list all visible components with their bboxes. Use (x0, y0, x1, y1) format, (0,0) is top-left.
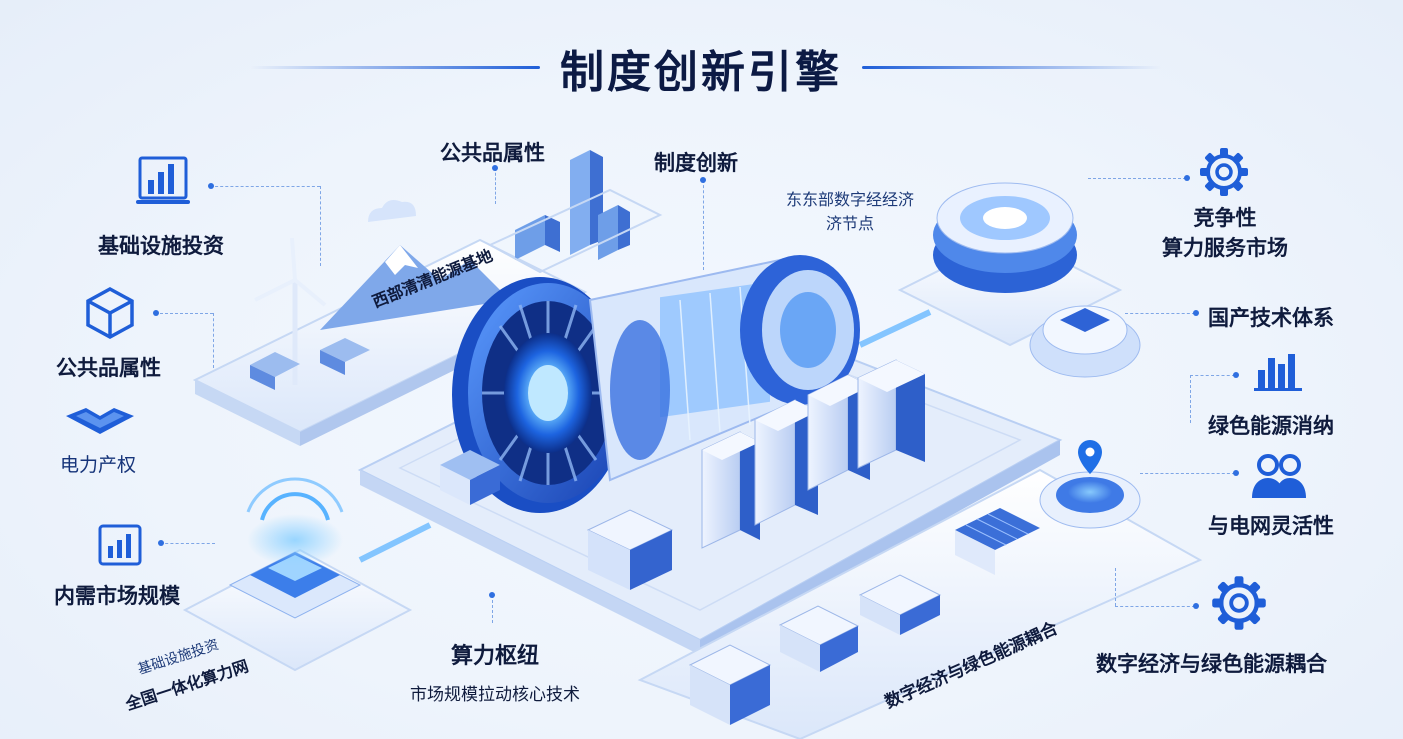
building-chart-icon (98, 524, 142, 566)
connector-dot (489, 592, 495, 598)
right-label-coupling: 数字经济与绿色能源耦合 (1096, 652, 1327, 676)
connector (155, 313, 213, 314)
connector (492, 595, 493, 623)
connector (320, 186, 321, 266)
title-bar: 制度创新引擎 (0, 32, 1403, 102)
gear-icon (1212, 576, 1266, 630)
connector-dot (158, 540, 164, 546)
server-racks (586, 359, 925, 590)
engine (452, 255, 860, 513)
connector (1115, 606, 1195, 607)
right-label-competitive-1: 竞争性 (1193, 206, 1257, 230)
connector-dot (1193, 310, 1199, 316)
center-subtitle: 市场规模拉动核心技术 (410, 685, 580, 705)
top-label-institutional-innovation: 制度创新 (654, 151, 738, 175)
top-label-east-node-2: 济节点 (825, 214, 874, 233)
connector-dot (1233, 372, 1239, 378)
connector (703, 180, 704, 270)
gear-icon (1200, 148, 1248, 196)
left-label-public-goods: 公共品属性 (56, 356, 161, 380)
connector-dot (1233, 470, 1239, 476)
connectors (358, 309, 932, 563)
left-label-power-rights: 电力产权 (60, 454, 137, 476)
connector (495, 168, 496, 204)
cube-icon (86, 287, 134, 339)
connector-dot (700, 177, 706, 183)
connector-dot (153, 310, 159, 316)
title-rule-right (862, 66, 1162, 69)
connector-dot (1193, 603, 1199, 609)
connector-dot (208, 183, 214, 189)
skyline (487, 150, 663, 274)
connector (210, 186, 320, 187)
right-label-grid-flexibility: 与电网灵活性 (1208, 514, 1334, 538)
connector (160, 543, 215, 544)
right-label-domestic-tech: 国产技术体系 (1208, 306, 1334, 330)
left-label-infrastructure: 基础设施投资 (98, 234, 224, 258)
connector (1115, 568, 1116, 606)
connector (1140, 473, 1235, 474)
chip-platform (182, 477, 413, 672)
top-label-public-goods: 公共品属性 (440, 141, 545, 165)
bar-chart-icon (1254, 354, 1302, 391)
center-title: 算力枢纽 (450, 644, 539, 669)
bottom-right-platform (637, 440, 1203, 739)
bar-chart-monitor-icon (136, 156, 190, 204)
page-title: 制度创新引擎 (560, 47, 842, 98)
connector (213, 313, 214, 368)
right-label-competitive-2: 算力服务市场 (1162, 236, 1288, 260)
left-label-domestic-market: 内需市场规模 (54, 584, 180, 608)
layered-diamond-icon (66, 408, 134, 434)
title-rule-left (250, 66, 540, 69)
top-label-east-node-1: 东东部数字经经济 (785, 190, 914, 209)
connector-dot (492, 165, 498, 171)
storage-discs (897, 182, 1141, 378)
connector (1125, 313, 1195, 314)
users-icon (1252, 454, 1306, 498)
connector (1190, 375, 1191, 423)
connector-dot (1184, 175, 1190, 181)
right-label-green-energy: 绿色能源消纳 (1208, 414, 1334, 438)
connector (1088, 178, 1186, 179)
connector (1190, 375, 1235, 376)
